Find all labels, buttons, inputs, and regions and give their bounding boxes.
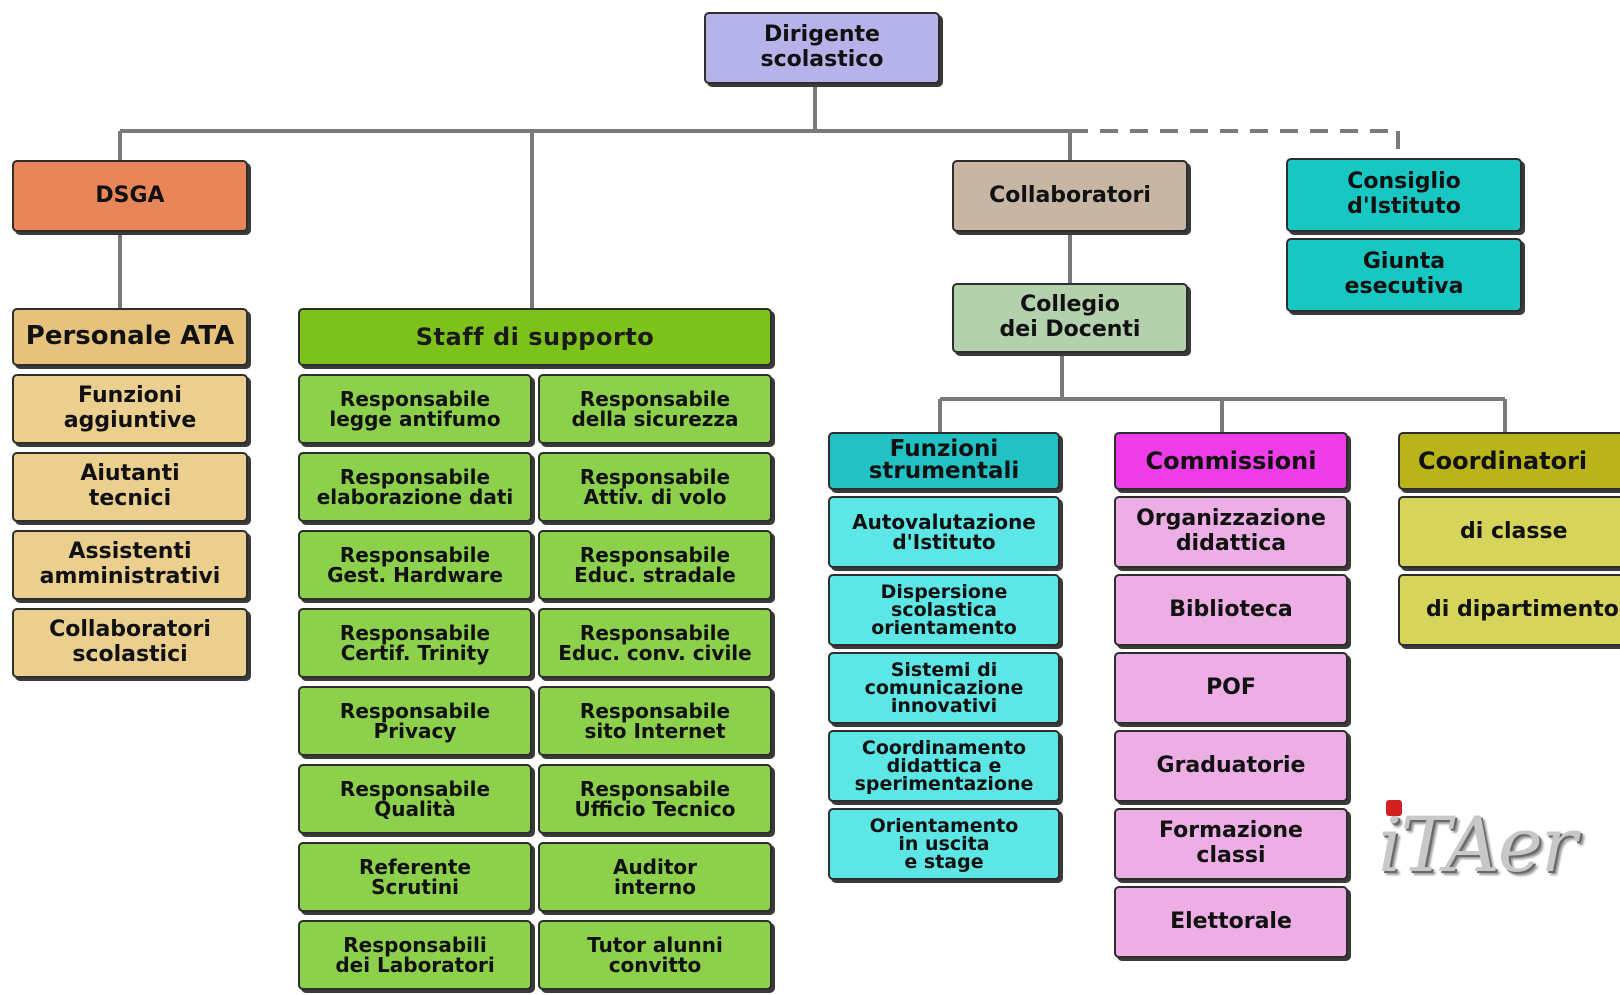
staff-item-right: Responsabile Educ. stradale [538,530,772,600]
personale-ata-header: Personale ATA [12,308,248,366]
coordinatori-item: di classe [1398,496,1620,568]
funzioni-item: Autovalutazione d'Istituto [828,496,1060,568]
funzioni-item: Dispersione scolastica orientamento [828,574,1060,646]
commissioni-item: POF [1114,652,1348,724]
funzioni-item: Sistemi di comunicazione innovativi [828,652,1060,724]
commissioni-header: Commissioni [1114,432,1348,490]
commissioni-item: Biblioteca [1114,574,1348,646]
dirigente-scolastico-box: Dirigente scolastico [704,12,940,84]
staff-item-left: Responsabile Qualità [298,764,532,834]
staff-di-supporto-header: Staff di supporto [298,308,772,366]
staff-item-right: Auditor interno [538,842,772,912]
ata-item: Collaboratori scolastici [12,608,248,678]
funzioni-strumentali-header: Funzioni strumentali [828,432,1060,490]
coordinatori-item: di dipartimento [1398,574,1620,646]
commissioni-item: Formazione classi [1114,808,1348,880]
staff-item-right: Responsabile sito Internet [538,686,772,756]
staff-item-left: Referente Scrutini [298,842,532,912]
staff-item-left: Responsabile Gest. Hardware [298,530,532,600]
staff-item-right: Responsabile Attiv. di volo [538,452,772,522]
commissioni-item: Graduatorie [1114,730,1348,802]
staff-item-left: Responsabile legge antifumo [298,374,532,444]
commissioni-item: Elettorale [1114,886,1348,958]
logo-dot-icon [1386,800,1402,816]
ata-item: Funzioni aggiuntive [12,374,248,444]
staff-item-left: Responsabile Privacy [298,686,532,756]
staff-item-right: Tutor alunni convitto [538,920,772,990]
staff-item-left: Responsabile elaborazione dati [298,452,532,522]
staff-item-left: Responsabile Certif. Trinity [298,608,532,678]
ata-item: Aiutanti tecnici [12,452,248,522]
staff-item-right: Responsabile della sicurezza [538,374,772,444]
giunta-esecutiva-box: Giunta esecutiva [1286,238,1522,312]
funzioni-item: Orientamento in uscita e stage [828,808,1060,880]
consiglio-istituto-box: Consiglio d'Istituto [1286,158,1522,232]
collaboratori-box: Collaboratori [952,160,1188,232]
commissioni-item: Organizzazione didattica [1114,496,1348,568]
ata-item: Assistenti amministrativi [12,530,248,600]
staff-item-right: Responsabile Educ. conv. civile [538,608,772,678]
collegio-docenti-box: Collegio dei Docenti [952,283,1188,353]
staff-item-left: Responsabili dei Laboratori [298,920,532,990]
staff-item-right: Responsabile Ufficio Tecnico [538,764,772,834]
coordinatori-header: Coordinatori [1398,432,1620,490]
itaer-logo: iTAer [1378,800,1577,889]
dsga-box: DSGA [12,160,248,232]
funzioni-item: Coordinamento didattica e sperimentazion… [828,730,1060,802]
